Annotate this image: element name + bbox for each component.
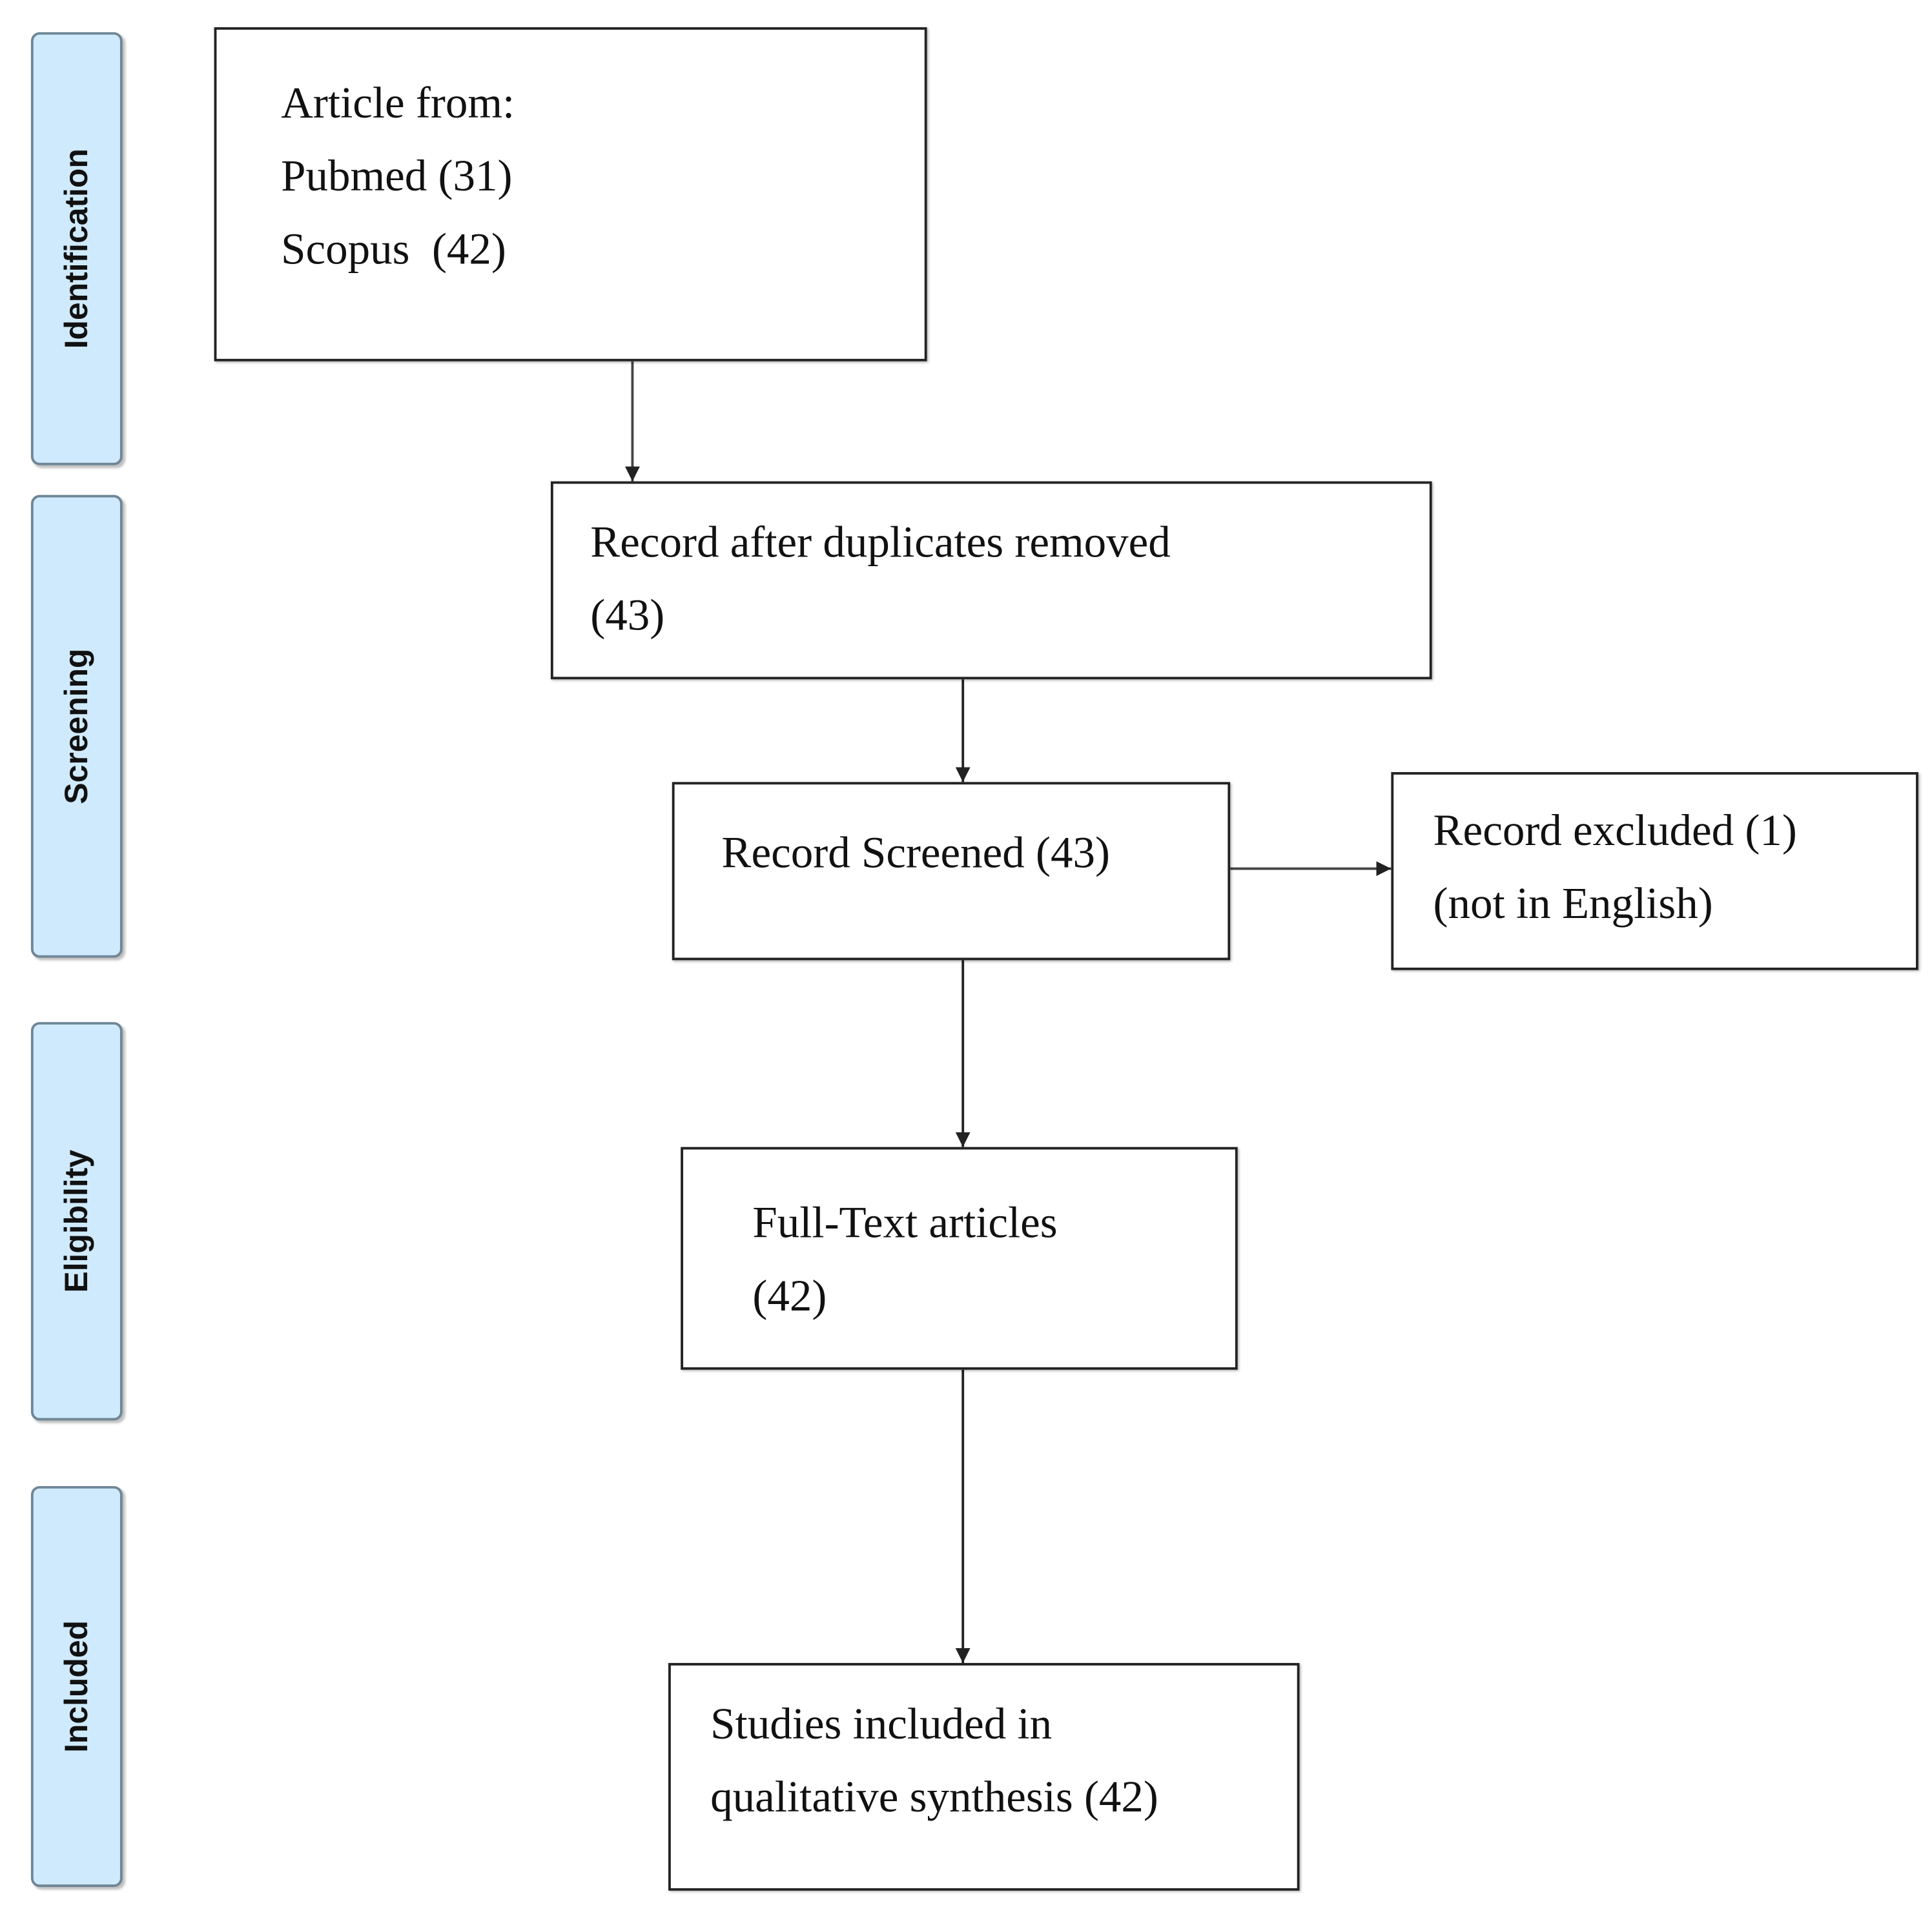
box-screened-line-1: Record Screened (43) [721, 828, 1111, 877]
box-included-line-2: qualitative synthesis (42) [710, 1771, 1158, 1822]
box-included-line-1: Studies included in [710, 1698, 1053, 1749]
box-duplicates-removed: Record after duplicates removed (43) [550, 481, 1432, 680]
box-screened: Record Screened (43) [672, 782, 1231, 961]
box-identification-line-2: Pubmed (31) [281, 150, 513, 201]
phase-eligibility: Eligibility [30, 1022, 123, 1421]
phase-identification: Identification [30, 32, 123, 465]
phase-screening: Screening [30, 495, 123, 958]
box-identification-line-1: Article from: [281, 77, 515, 128]
box-excluded-line-1: Record excluded (1) [1433, 805, 1797, 855]
phase-included: Included [30, 1485, 123, 1887]
box-full-text-line-2: (42) [752, 1270, 827, 1321]
box-duplicates-line-2: (43) [590, 590, 665, 640]
box-full-text-line-1: Full-Text articles [752, 1198, 1058, 1248]
box-identification-line-3: Scopus (42) [281, 223, 506, 274]
box-included: Studies included in qualitative synthesi… [668, 1663, 1300, 1891]
box-excluded: Record excluded (1) (not in English) [1391, 772, 1918, 970]
box-full-text: Full-Text articles (42) [681, 1147, 1238, 1370]
box-duplicates-line-1: Record after duplicates removed [590, 517, 1171, 567]
box-excluded-line-2: (not in English) [1433, 878, 1713, 928]
box-identification: Article from: Pubmed (31) Scopus (42) [214, 27, 927, 362]
